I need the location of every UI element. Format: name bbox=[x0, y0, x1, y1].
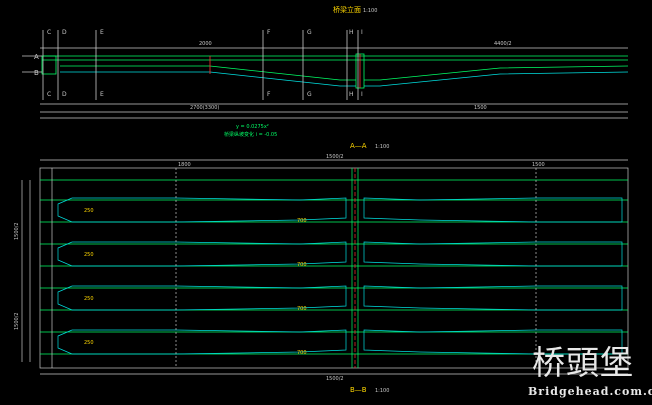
col-dim-2: 1500 bbox=[532, 162, 545, 168]
section-mark-bottom: C bbox=[47, 91, 51, 98]
row-dim-left-1: 1500/2 bbox=[14, 222, 20, 240]
plan-dim-bottom-right: 1500 bbox=[474, 105, 487, 111]
box-cell-right bbox=[363, 285, 623, 311]
plan-dim-top-right: 4400/2 bbox=[494, 41, 512, 47]
cell-label: 700 bbox=[297, 306, 307, 312]
plan-view bbox=[22, 30, 629, 119]
section-bb-scale: 1:100 bbox=[375, 388, 389, 394]
section-mark-bottom: I bbox=[361, 91, 363, 98]
section-mark-top: C bbox=[47, 29, 51, 36]
side-mark-b: B bbox=[34, 69, 39, 77]
section-mark-top: F bbox=[267, 29, 271, 36]
plan-view-labels: 桥梁立面 1:100 A B 2000 4400/2 2700(3300) 15… bbox=[34, 5, 512, 138]
section-view bbox=[21, 159, 629, 375]
cell-label: 250 bbox=[84, 340, 94, 346]
cell-label: 250 bbox=[84, 296, 94, 302]
section-mark-top: G bbox=[307, 29, 312, 36]
section-bb-title: B—B bbox=[350, 386, 367, 394]
watermark-url: Bridgehead.com.cn bbox=[528, 385, 652, 398]
cell-label: 700 bbox=[297, 218, 307, 224]
cell-label: 250 bbox=[84, 208, 94, 214]
plan-dim-top: 2000 bbox=[199, 41, 212, 47]
section-mark-top: D bbox=[62, 29, 67, 36]
section-mark-top: I bbox=[361, 29, 363, 36]
plan-note-2: 桥梁纵坡变化 i = -0.05 bbox=[224, 131, 277, 138]
section-labels: A—A 1:100 1500/2 1500/2 B—B 1:100 1800 1… bbox=[14, 142, 545, 394]
section-mark-bottom: F bbox=[267, 91, 271, 98]
section-mark-bottom: G bbox=[307, 91, 312, 98]
box-cell-right bbox=[363, 197, 623, 223]
section-span-label: 1500/2 bbox=[326, 154, 344, 160]
box-cell-left bbox=[57, 197, 347, 223]
box-cell-left bbox=[57, 329, 347, 355]
col-dim-1: 1800 bbox=[178, 162, 191, 168]
box-cell-right bbox=[363, 329, 623, 355]
cell-label: 250 bbox=[84, 252, 94, 258]
cell-label: 700 bbox=[297, 262, 307, 268]
section-mark-top: E bbox=[100, 29, 104, 36]
section-mark-top: H bbox=[349, 29, 354, 36]
box-cell-left bbox=[57, 241, 347, 267]
section-mark-bottom: D bbox=[62, 91, 67, 98]
section-mark-bottom: H bbox=[349, 91, 354, 98]
box-cell-right bbox=[363, 241, 623, 267]
cell-label: 700 bbox=[297, 350, 307, 356]
section-aa-title: A—A bbox=[350, 142, 367, 150]
side-mark-a: A bbox=[34, 53, 39, 61]
watermark-logo: 桥頭堡 bbox=[532, 343, 634, 382]
plan-note-1: y = 0.0275x² bbox=[236, 124, 269, 130]
plan-title: 桥梁立面 bbox=[333, 5, 361, 14]
box-cell-left bbox=[57, 285, 347, 311]
plan-scale: 1:100 bbox=[363, 8, 377, 14]
section-bottom-span: 1500/2 bbox=[326, 376, 344, 382]
row-dim-left-2: 1500/2 bbox=[14, 312, 20, 330]
section-aa-scale: 1:100 bbox=[375, 144, 389, 150]
plan-dim-bottom: 2700(3300) bbox=[190, 105, 219, 111]
section-mark-bottom: E bbox=[100, 91, 104, 98]
